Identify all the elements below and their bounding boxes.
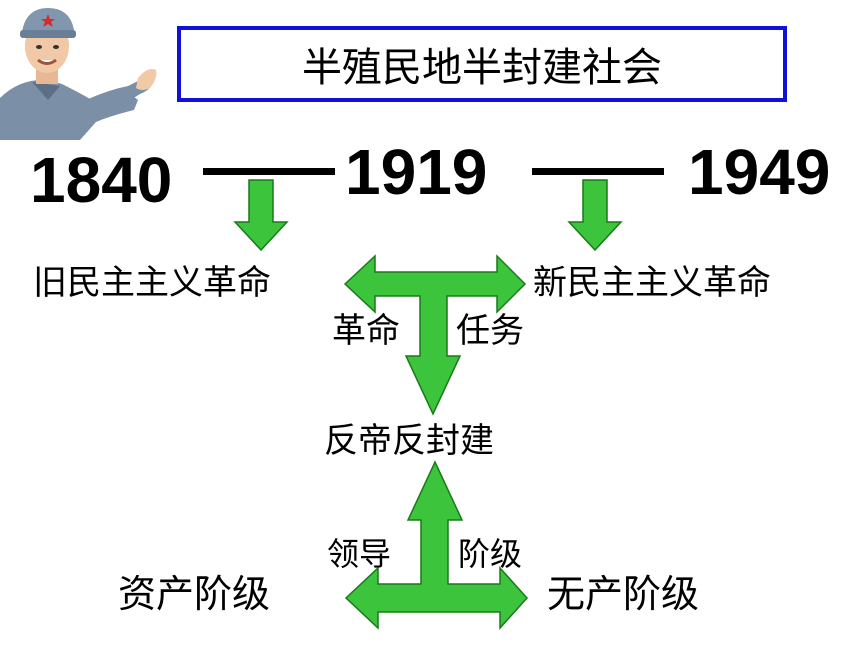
old-democratic-revolution-label: 旧民主主义革命 bbox=[33, 263, 271, 303]
year-1949: 1949 bbox=[688, 136, 831, 208]
leadership-label-left: 领导 bbox=[327, 535, 392, 573]
bourgeoisie-label: 资产阶级 bbox=[118, 572, 271, 616]
down-arrow-right-icon bbox=[567, 179, 623, 252]
year-1840: 1840 bbox=[30, 144, 173, 216]
down-arrow-left-icon bbox=[233, 179, 289, 252]
task-label-right: 任务 bbox=[456, 311, 524, 351]
task-label-left: 革命 bbox=[332, 311, 400, 351]
title-box: 半殖民地半封建社会 bbox=[177, 26, 787, 102]
task-t-arrow-icon bbox=[343, 254, 527, 416]
page-title: 半殖民地半封建社会 bbox=[302, 45, 662, 91]
timeline-dash-right bbox=[532, 168, 664, 175]
new-democratic-revolution-label: 新民主主义革命 bbox=[533, 263, 771, 303]
timeline-dash-left bbox=[203, 168, 335, 175]
proletariat-label: 无产阶级 bbox=[547, 572, 700, 616]
year-1919: 1919 bbox=[345, 136, 488, 208]
leadership-label-right: 阶级 bbox=[458, 535, 523, 573]
task-content: 反帝反封建 bbox=[324, 421, 494, 461]
soldier-figure-icon bbox=[0, 8, 157, 140]
leadership-t-arrow-icon bbox=[344, 460, 529, 630]
